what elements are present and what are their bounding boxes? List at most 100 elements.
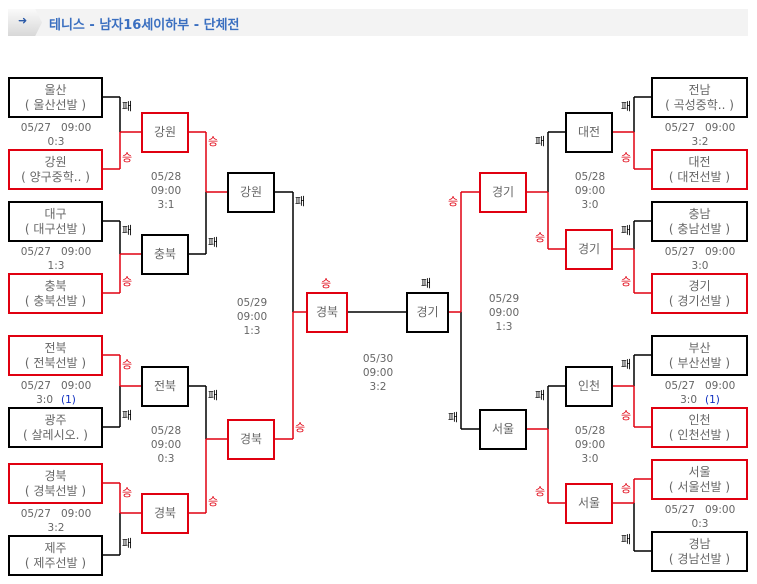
header-bar <box>8 9 748 36</box>
match-datetime: 05/27 09:00 <box>655 245 745 259</box>
team-box[interactable]: 경북 <box>306 292 348 333</box>
team-name: 울산 <box>44 82 67 97</box>
lose-label: 패 <box>295 195 306 208</box>
lose-label: 패 <box>621 224 632 237</box>
match-date: 05/27 <box>664 246 695 258</box>
match-datetime: 05/27 09:00 <box>655 121 745 135</box>
match-score: 1:3 <box>243 325 261 337</box>
team-name: 강원 <box>153 125 177 139</box>
lose-label: 패 <box>122 409 133 422</box>
match-date: 05/27 <box>664 504 695 516</box>
team-box[interactable]: 충남( 충남선발 ) <box>651 201 748 242</box>
match-time: 09:00 <box>150 439 182 451</box>
match-score: 1:3 <box>495 321 513 333</box>
team-school: ( 부산선발 ) <box>668 355 731 370</box>
match-date: 05/29 <box>488 293 520 305</box>
match-score-line: 1:3 <box>11 259 101 273</box>
lose-label: 패 <box>535 135 546 148</box>
team-name: 제주 <box>44 540 67 555</box>
win-label: 승 <box>208 495 219 508</box>
lose-label: 패 <box>122 224 133 237</box>
team-box[interactable]: 충북( 충북선발 ) <box>8 273 103 314</box>
team-box[interactable]: 대구( 대구선발 ) <box>8 201 103 242</box>
team-name: 경북 <box>153 506 177 520</box>
team-box[interactable]: 전북( 전북선발 ) <box>8 335 103 376</box>
team-school: ( 경기선발 ) <box>668 293 731 308</box>
team-school: ( 충북선발 ) <box>24 293 87 308</box>
team-box[interactable]: 전북 <box>141 366 189 407</box>
match-date: 05/29 <box>236 297 268 309</box>
team-box[interactable]: 대전( 대전선발 ) <box>651 149 748 190</box>
team-box[interactable]: 충북 <box>141 234 189 275</box>
match-time: 09:00 <box>488 307 520 319</box>
match-time: 09:00 <box>705 504 736 516</box>
team-box[interactable]: 경북 <box>141 493 189 534</box>
team-box[interactable]: 경기 <box>565 229 613 270</box>
team-school: ( 대구선발 ) <box>24 221 87 236</box>
match-time: 09:00 <box>705 122 736 134</box>
team-box[interactable]: 부산( 부산선발 ) <box>651 335 748 376</box>
team-box[interactable]: 경기( 경기선발 ) <box>651 273 748 314</box>
match-date: 05/28 <box>150 171 182 183</box>
win-label: 승 <box>621 275 632 288</box>
team-name: 인천 <box>577 379 601 393</box>
team-box[interactable]: 서울( 서울선발 ) <box>651 459 748 500</box>
team-name: 대전 <box>577 125 601 139</box>
match-score: 3:2 <box>369 381 387 393</box>
match-note: (1) <box>61 394 76 406</box>
team-name: 전북 <box>44 340 67 355</box>
win-label: 승 <box>122 486 133 499</box>
lose-label: 패 <box>621 100 632 113</box>
match-datetime: 05/27 09:00 <box>655 379 745 393</box>
match-score-line: 3:0(1) <box>655 393 745 407</box>
match-time: 09:00 <box>150 185 182 197</box>
team-name: 서울 <box>577 496 601 510</box>
team-school: ( 경북선발 ) <box>24 483 87 498</box>
match-info: 05/29 09:00 1:3 <box>207 296 297 338</box>
win-label: 승 <box>621 409 632 422</box>
team-box[interactable]: 경남( 경남선발 ) <box>651 531 748 572</box>
team-box[interactable]: 강원 <box>227 172 275 213</box>
match-time: 09:00 <box>574 185 606 197</box>
team-box[interactable]: 서울 <box>479 409 527 450</box>
match-time: 09:00 <box>61 508 92 520</box>
team-box[interactable]: 강원( 양구중학.. ) <box>8 149 103 190</box>
team-box[interactable]: 경북 <box>227 419 275 460</box>
win-label: 승 <box>295 421 306 434</box>
match-score: 3:0 <box>581 199 599 211</box>
team-box[interactable]: 광주( 살레시오. ) <box>8 407 103 448</box>
team-box[interactable]: 경기 <box>406 292 449 333</box>
win-label: 승 <box>448 195 459 208</box>
match-score-line: 3:0 <box>545 198 635 212</box>
match-datetime: 05/29 09:00 <box>459 292 549 320</box>
match-time: 09:00 <box>362 367 394 379</box>
match-time: 09:00 <box>705 380 736 392</box>
match-score-line: 0:3 <box>655 517 745 531</box>
team-box[interactable]: 강원 <box>141 112 189 153</box>
team-box[interactable]: 전남( 곡성중학.. ) <box>651 77 748 118</box>
team-box[interactable]: 서울 <box>565 483 613 524</box>
win-label: 승 <box>208 135 219 148</box>
team-box[interactable]: 인천 <box>565 366 613 407</box>
lose-label: 패 <box>621 533 632 546</box>
team-box[interactable]: 대전 <box>565 112 613 153</box>
team-box[interactable]: 경기 <box>479 172 527 213</box>
team-name: 전남 <box>688 82 711 97</box>
team-box[interactable]: 제주( 제주선발 ) <box>8 535 103 576</box>
team-box[interactable]: 인천( 인천선발 ) <box>651 407 748 448</box>
team-box[interactable]: 울산( 울산선발 ) <box>8 77 103 118</box>
match-time: 09:00 <box>236 311 268 323</box>
match-date: 05/27 <box>20 508 51 520</box>
team-school: ( 인천선발 ) <box>668 427 731 442</box>
team-box[interactable]: 경북( 경북선발 ) <box>8 463 103 504</box>
match-score-line: 3:0 <box>655 259 745 273</box>
